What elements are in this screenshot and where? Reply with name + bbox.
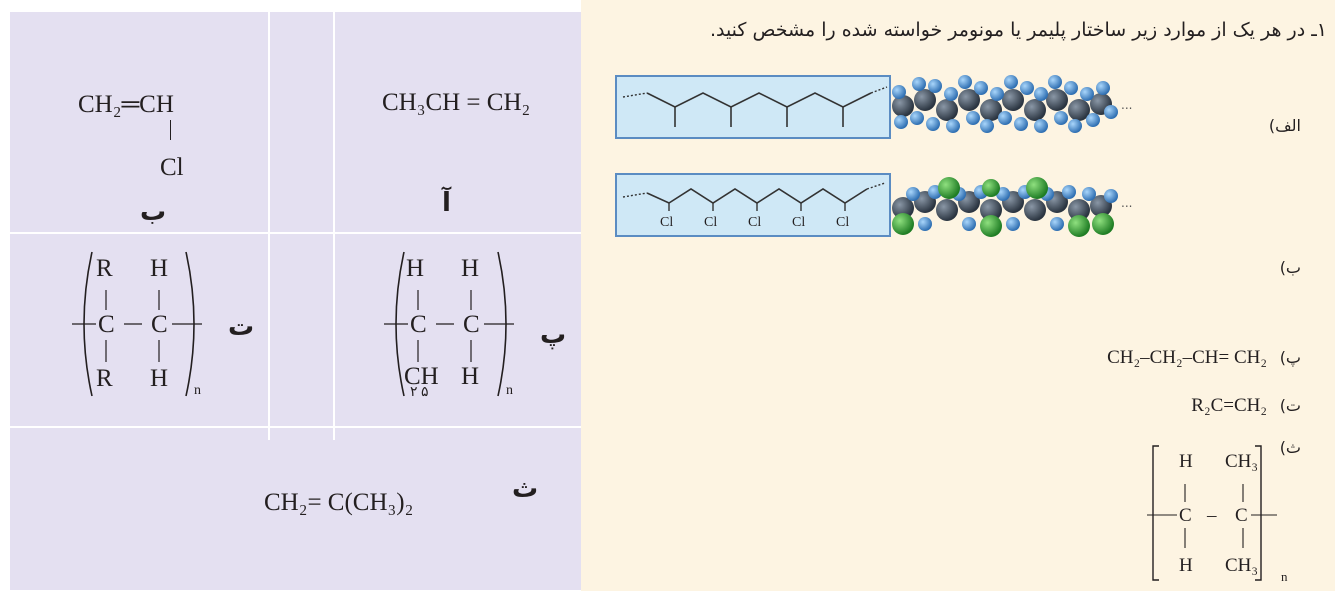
answer-panel: CH₃CH = CH₂ آ CH₂═CH Cl ب H H C C CH ۲ ۵…	[10, 12, 581, 590]
grid-divider	[333, 12, 335, 440]
answer-p-bottom-left-subscript: ۲ ۵	[410, 385, 429, 400]
ellipsis: ...	[1121, 196, 1133, 210]
answer-t-carbon-2: C	[151, 311, 168, 338]
answer-th-label: ث	[512, 474, 539, 504]
answer-t-carbon-1: C	[98, 311, 115, 338]
grid-divider	[10, 426, 581, 428]
answer-b-label: ب	[140, 197, 167, 227]
pvc-chlorine-label: Cl	[836, 215, 850, 230]
grid-divider	[268, 12, 270, 440]
item-alef-label: الف)	[1268, 116, 1301, 135]
answer-p-top-left: H	[406, 255, 425, 282]
answer-t-bottom-left: R	[96, 365, 113, 392]
polyethylene-chain	[622, 86, 888, 127]
item-th-carbon-1: C	[1179, 505, 1192, 526]
answer-t-bottom-right: H	[150, 365, 169, 392]
item-p-label: پ)	[1279, 348, 1301, 367]
item-th-bottom-right: CH₃	[1225, 555, 1259, 576]
answer-a-label: آ	[442, 188, 451, 218]
pvc-skeletal-box: Cl Cl Cl Cl Cl	[615, 173, 891, 237]
answer-t-label: ت	[228, 312, 255, 342]
pvc-chlorine-label: Cl	[660, 215, 674, 230]
answer-p-top-right: H	[461, 255, 480, 282]
item-th-carbon-2: C	[1235, 505, 1248, 526]
answer-t-n: n	[194, 383, 201, 398]
answer-a-formula: CH₃CH = CH₂	[382, 89, 531, 116]
answer-p-carbon-1: C	[410, 311, 427, 338]
pvc-chain	[622, 182, 886, 211]
pvc-chlorine-label: Cl	[792, 215, 806, 230]
grid-divider	[10, 232, 581, 234]
answer-p-brackets	[384, 251, 514, 397]
pvc-chlorine-label: Cl	[704, 215, 718, 230]
item-th-top-right: CH₃	[1225, 451, 1259, 472]
item-th-structure	[1147, 445, 1277, 581]
answer-p-label: پ	[540, 320, 567, 350]
item-th-n: n	[1281, 569, 1288, 584]
item-p-formula: CH₂–CH₂–CH= CH₂	[1107, 347, 1267, 368]
pvc-chlorine-label: Cl	[748, 215, 762, 230]
answer-t-top-right: H	[150, 255, 169, 282]
item-th-top-left: H	[1179, 451, 1193, 472]
bond-line	[170, 120, 171, 140]
item-th-label: ث)	[1279, 438, 1301, 457]
answer-b-chlorine: Cl	[160, 154, 184, 181]
polyethylene-skeletal-box	[615, 75, 891, 139]
item-t-label: ت)	[1279, 396, 1301, 415]
item-t-formula: R₂C=CH₂	[1191, 395, 1267, 416]
answer-t-top-left: R	[96, 255, 113, 282]
answer-p-carbon-2: C	[463, 311, 480, 338]
polyethylene-space-filling-model	[892, 75, 1118, 133]
ellipsis: ...	[1121, 98, 1133, 112]
item-th-bottom-left: H	[1179, 555, 1193, 576]
answer-p-n: n	[506, 383, 513, 398]
answer-p-bottom-left: CH	[404, 363, 439, 390]
answer-th-formula: CH₂= C(CH₃)₂	[264, 489, 414, 516]
answer-t-brackets	[72, 251, 202, 397]
answer-b-formula: CH₂═CH	[78, 91, 174, 118]
item-th-dash: –	[1207, 505, 1217, 526]
question-panel: ۱ـ در هر یک از موارد زیر ساختار پلیمر یا…	[581, 0, 1335, 591]
question-title: ۱ـ در هر یک از موارد زیر ساختار پلیمر یا…	[709, 19, 1327, 41]
item-b-label: ب)	[1279, 258, 1301, 277]
pvc-space-filling-model	[892, 177, 1118, 237]
answer-p-bottom-right: H	[461, 363, 480, 390]
